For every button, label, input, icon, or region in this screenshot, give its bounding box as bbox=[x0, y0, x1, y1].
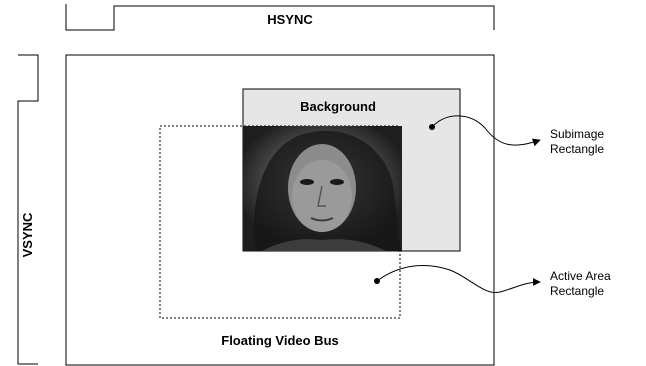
vsync-label: VSYNC bbox=[20, 212, 35, 257]
subimage-label-line1: Subimage bbox=[550, 127, 604, 141]
portrait-photo bbox=[243, 126, 402, 251]
active-area-label-line2: Rectangle bbox=[550, 284, 604, 298]
vsync-waveform bbox=[17, 54, 39, 365]
active-area-label-line1: Active Area bbox=[550, 269, 611, 283]
floating-video-bus-label: Floating Video Bus bbox=[221, 333, 339, 348]
hsync-waveform bbox=[65, 4, 495, 31]
hsync-label: HSYNC bbox=[267, 12, 313, 27]
background-label: Background bbox=[300, 99, 376, 114]
subimage-arrow bbox=[431, 115, 541, 147]
subimage-label-line2: Rectangle bbox=[550, 142, 604, 156]
active-area-arrow bbox=[376, 265, 541, 294]
